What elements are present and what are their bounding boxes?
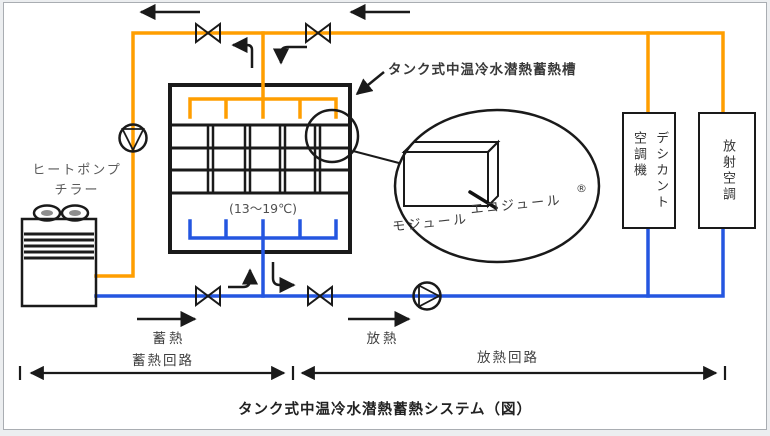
charge-label: 蓄熱 [152,331,186,347]
chiller-fan-icon [60,204,90,222]
chiller-coil-fins [24,232,94,260]
tank-callout-arrow [355,71,385,96]
valve-icon-top-right [305,22,331,44]
blue-discharge-circuit [94,219,725,298]
discharge-label: 放熱 [366,331,400,347]
arrow-tank-outlet-up-left [231,36,254,68]
circuit-dimension-line [18,365,727,381]
tank-grid [172,123,348,195]
tank-callout-label: タンク式中温冷水潜熱蓄熱槽 [388,62,577,78]
pump-icon-discharge [412,281,442,311]
magnifier-circle-icon [304,108,360,164]
dimension-ticks [18,366,727,380]
figure-caption: タンク式中温冷水潜熱蓄熱システム（図） [237,402,533,418]
radiant-ac-box: 放射空調 [698,112,756,229]
registered-mark: ® [576,182,587,195]
storage-tank [168,83,352,254]
arrow-bottom-up [228,268,259,289]
chiller-label: ヒートポンプ チラー [32,163,122,198]
module-pointer-line [468,190,498,210]
arrow-bottom-right [271,262,296,294]
pump-icon-charge [118,123,148,153]
tank-top-distribution-header [188,97,338,119]
module-callout [304,108,601,264]
valve-icon-top-left [195,22,221,44]
flow-arrow-icons [137,3,411,328]
tank-temperature-label: (13〜19℃) [228,201,298,216]
callout-connector-line [352,150,400,164]
radiant-ac-label: 放射空調 [720,138,736,203]
valve-icon-bottom-right [307,285,333,307]
discharge-circuit-label: 放熱回路 [477,350,539,366]
desiccant-ahu-label: デシカント 空調機 [631,130,669,211]
heat-pump-chiller [20,204,98,308]
callout-ellipse [393,108,601,264]
valve-icon-bottom-left [195,285,221,307]
ecojoule-module-image [401,139,501,210]
arrow-tank-inlet-down [272,45,307,65]
charge-circuit-label: 蓄熱回路 [132,353,194,369]
orange-charge-circuit [94,31,725,278]
chiller-fan-icon [32,204,62,222]
tank-bottom-collection-header [188,219,338,240]
desiccant-ahu-box: デシカント 空調機 [622,112,676,229]
